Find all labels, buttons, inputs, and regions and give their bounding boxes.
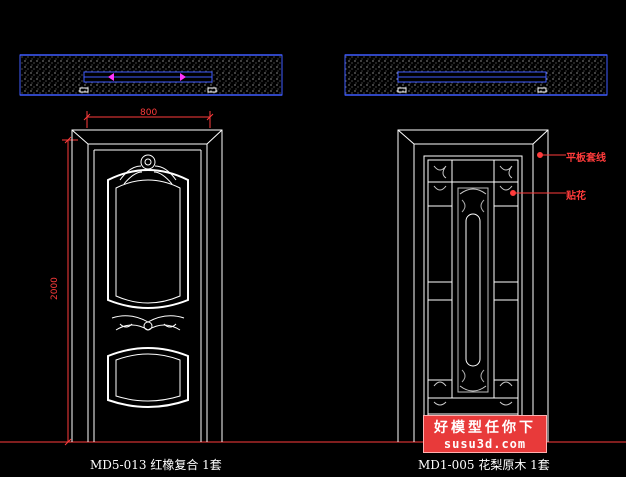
right-door <box>397 129 549 443</box>
left-door-mid-carving <box>111 315 185 331</box>
left-dimensions <box>62 111 214 446</box>
watermark-line1: 好模型任你下 <box>434 420 536 436</box>
left-door-top-carving <box>119 154 177 185</box>
annotation-flat-casing: 平板套线 <box>566 153 606 164</box>
right-plan-section <box>344 54 608 96</box>
watermark-line2: susu3d.com <box>443 437 527 451</box>
left-door-caption: MD5-013 红橡复合 1套 <box>90 458 222 472</box>
height-dimension-label: 2000 <box>50 277 60 300</box>
width-dimension-label: 800 <box>140 108 158 118</box>
right-door-caption: MD1-005 花梨原木 1套 <box>418 458 550 472</box>
left-door <box>71 129 223 442</box>
right-annotation-leaders <box>510 152 566 196</box>
left-plan-section <box>19 54 283 96</box>
annotation-applique: 贴花 <box>566 191 586 202</box>
watermark-badge: 好模型任你下 susu3d.com <box>423 415 547 453</box>
